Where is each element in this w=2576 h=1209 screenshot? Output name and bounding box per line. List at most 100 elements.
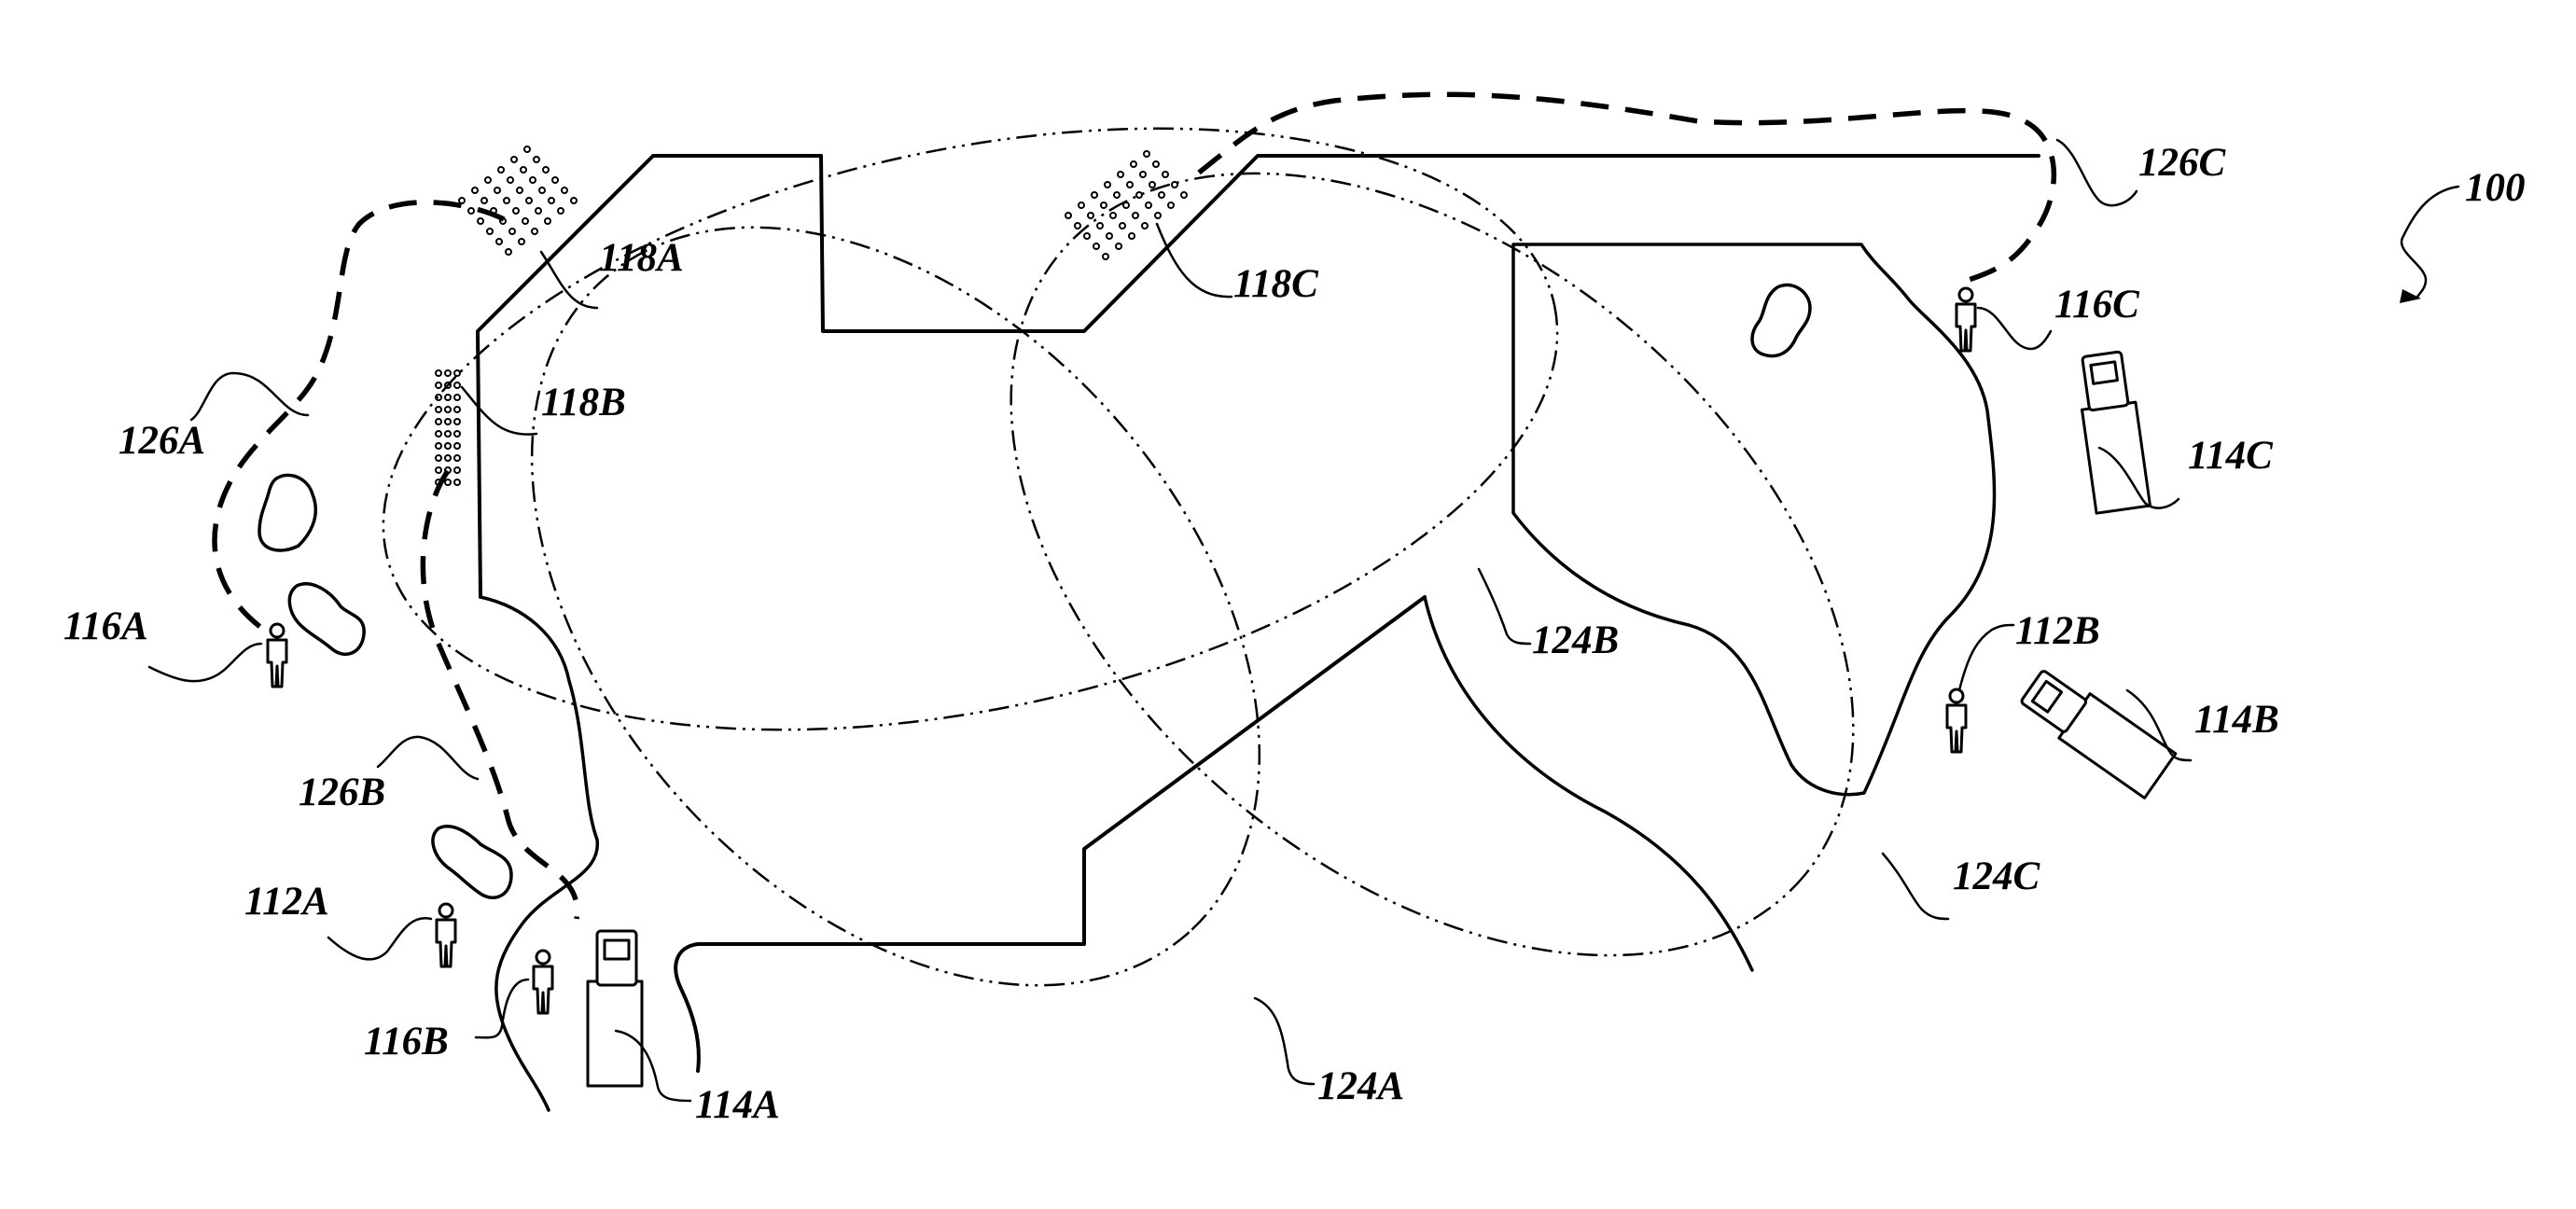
dotted-zone-118c-dot <box>1149 182 1155 188</box>
person-112b <box>1947 689 1966 752</box>
dotted-zone-118a-dot <box>532 229 537 234</box>
dotted-zone-118b-dot <box>454 370 460 376</box>
dotted-zone-118a-dot <box>539 188 545 193</box>
leader-112b <box>1959 625 2013 690</box>
person-116c <box>1956 288 1975 351</box>
coverage-area-124a <box>387 87 1404 1125</box>
vehicle-114b <box>2016 664 2176 799</box>
label-116a: 116A <box>63 604 148 648</box>
obstacle-pond-1 <box>259 475 315 550</box>
dotted-zone-118c-dot <box>1133 213 1138 218</box>
dotted-zone-118b-dot <box>445 467 451 473</box>
obstacle-pond-2 <box>289 584 364 655</box>
dotted-zone-118c-dot <box>1092 192 1097 198</box>
dotted-zone-118b-dot <box>445 443 451 449</box>
leader-124a <box>1255 998 1314 1084</box>
label-126c: 126C <box>2138 141 2227 185</box>
person-112a <box>437 904 455 966</box>
label-116b: 116B <box>364 1020 449 1063</box>
dotted-zone-118c-dot <box>1163 172 1168 177</box>
label-118c: 118C <box>1233 262 1319 306</box>
dotted-zone-118c-dot <box>1146 202 1151 208</box>
dotted-zone-118a-dot <box>485 177 491 183</box>
route-126b <box>423 471 577 919</box>
dotted-zone-118a-dot <box>543 167 549 173</box>
dotted-zone-118b-dot <box>454 419 460 424</box>
label-118a: 118A <box>599 236 684 280</box>
dotted-zone-118a-dot <box>478 218 483 224</box>
leader-116a <box>149 644 261 681</box>
dotted-zone-118a-dot <box>506 249 511 255</box>
dotted-zone-118b-dot <box>445 407 451 412</box>
dotted-zone-118a-dot <box>562 188 567 193</box>
leader-112a <box>328 918 431 959</box>
dotted-zone-118c-dot <box>1107 233 1112 239</box>
dotted-zone-118a-dot <box>517 188 522 193</box>
dotted-zone-118a <box>459 146 577 255</box>
dotted-zone-118b-dot <box>436 419 441 424</box>
dotted-zone-118c-dot <box>1159 192 1164 198</box>
dotted-zone-118b-dot <box>445 370 451 376</box>
label-112b: 112B <box>2015 609 2100 653</box>
dotted-zone-118c-dot <box>1065 213 1071 218</box>
dotted-zone-118c-dot <box>1084 233 1090 239</box>
dotted-zone-118a-dot <box>508 177 513 183</box>
dotted-zone-118c-dot <box>1088 213 1093 218</box>
leader-116b <box>476 980 528 1037</box>
dotted-zone-118a-dot <box>496 239 502 244</box>
dotted-zone-118b-dot <box>454 431 460 437</box>
label-114a: 114A <box>695 1083 780 1127</box>
dotted-zone-118c-dot <box>1127 182 1133 188</box>
leader-118b <box>462 387 536 435</box>
route-126c <box>1199 94 2054 280</box>
coverage-area-124b <box>328 31 1613 827</box>
dotted-zone-118b-dot <box>454 467 460 473</box>
dotted-zone-118b-dot <box>454 395 460 400</box>
dotted-zone-118c-dot <box>1140 172 1146 177</box>
leader-124c <box>1883 854 1948 919</box>
dotted-zone-118b-dot <box>436 382 441 388</box>
label-118b: 118B <box>541 381 626 424</box>
dotted-zone-118a-dot <box>491 208 496 214</box>
dotted-zone-118b-dot <box>454 382 460 388</box>
obstacle-pond-4 <box>1752 285 1810 355</box>
dotted-zone-118a-dot <box>526 198 532 203</box>
dotted-zone-118c-dot <box>1120 223 1125 229</box>
label-116c: 116C <box>2054 283 2140 327</box>
dotted-zone-118c-dot <box>1123 202 1129 208</box>
dotted-zone-118c <box>1065 151 1187 259</box>
dotted-zone-118a-dot <box>522 218 528 224</box>
vehicle-114a <box>588 931 642 1086</box>
dotted-zone-118c-dot <box>1142 223 1148 229</box>
dotted-zone-118a-dot <box>500 218 506 224</box>
label-124c: 124C <box>1953 855 2041 898</box>
person-116b <box>534 951 552 1013</box>
dotted-zone-118b-dot <box>436 443 441 449</box>
dotted-zone-118a-dot <box>459 198 465 203</box>
dotted-zone-118a-dot <box>536 208 541 214</box>
dotted-zone-118c-dot <box>1103 254 1108 259</box>
dotted-zone-118c-dot <box>1155 213 1161 218</box>
route-126a <box>215 202 504 634</box>
dotted-zone-118c-dot <box>1079 202 1084 208</box>
dotted-zone-118a-dot <box>498 167 504 173</box>
label-124a: 124A <box>1317 1064 1404 1108</box>
dotted-zone-118b-dot <box>436 431 441 437</box>
dotted-zone-118c-dot <box>1114 192 1120 198</box>
leader-100 <box>2402 187 2458 299</box>
dotted-zone-118a-dot <box>487 229 493 234</box>
label-124b: 124B <box>1532 618 1619 662</box>
leader-118c <box>1157 224 1232 297</box>
dotted-zone-118a-dot <box>511 157 517 162</box>
dotted-zone-118b-dot <box>454 455 460 461</box>
dotted-zone-118a-dot <box>521 167 526 173</box>
dotted-zone-118a-dot <box>481 198 487 203</box>
vehicle-114c <box>2075 351 2151 513</box>
dotted-zone-118a-dot <box>571 198 577 203</box>
dotted-zone-118a-dot <box>530 177 536 183</box>
label-figure-number: 100 <box>2465 166 2526 210</box>
dotted-zone-118c-dot <box>1101 202 1107 208</box>
dotted-zone-118a-dot <box>545 218 550 224</box>
dotted-zone-118c-dot <box>1181 192 1187 198</box>
dotted-zone-118b-dot <box>436 467 441 473</box>
